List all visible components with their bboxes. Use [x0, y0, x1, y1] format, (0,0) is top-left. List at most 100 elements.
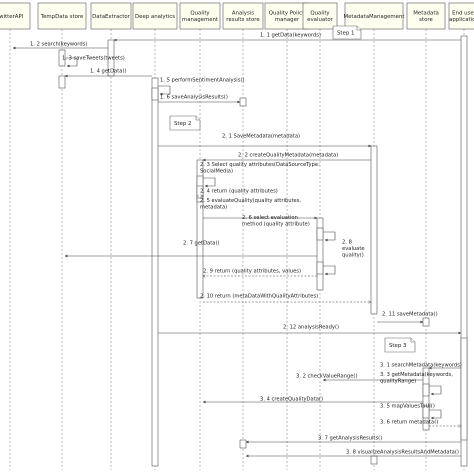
message-label: 3. 5 mapValuesToUI() [380, 404, 435, 410]
message-8: 2. 2 createQualityMetadata(metadata) [202, 153, 371, 162]
lifeline-box [344, 2, 404, 30]
activation-deep [151, 87, 159, 101]
note-box [384, 337, 416, 353]
note-text: Step 1 [337, 31, 354, 37]
lifeline-label: End user [452, 11, 474, 17]
lifeline-label: MetadataManagement [343, 14, 404, 20]
lifeline-box [132, 2, 178, 30]
lifeline-box [264, 2, 310, 30]
message-3: 1. 3 saveTweets(tweets) [62, 56, 125, 68]
activation-qe [316, 261, 324, 275]
message-label: 3. 1 searchMetadata(keywords) [380, 363, 462, 369]
message-arrow [429, 385, 442, 396]
message-label: 2. 2 createQualityMetadata(metadata) [238, 153, 338, 159]
lifeline-label: Quality [310, 11, 330, 17]
message-label: 2. 1 SaveMetadata(metadata) [222, 134, 300, 140]
lifeline-label: results store [226, 17, 260, 23]
message-arrow [158, 85, 171, 96]
step-note: Step 2 [169, 115, 201, 131]
step-note: Step 3 [384, 337, 416, 353]
activation-ms [422, 383, 430, 397]
lifeline-label: Deep analytics [135, 14, 175, 20]
message-label: evaluate [342, 246, 365, 252]
message-25: 3. 7 getAnalysisResults() [245, 436, 461, 444]
lifeline-label: TempData store [40, 14, 84, 20]
message-label: qualityRange) [380, 379, 416, 385]
message-20: 3. 2 checkValueRange() [296, 374, 423, 382]
message-label: 1. 5 performSentimentAnalysis() [160, 78, 245, 84]
lifeline-label: evaluator [307, 17, 333, 23]
message-label: 1. 4 getData() [90, 69, 127, 75]
lifeline-box [90, 2, 132, 30]
messages: 1. 1 getData(keywords) 1. 2 search(keywor… [12, 33, 462, 458]
message-label: quality() [342, 253, 364, 259]
lifeline-box [37, 2, 87, 30]
activation-qm [196, 159, 204, 299]
message-10: 2. 4 return (quality attributes) [197, 189, 278, 197]
lifeline-box [406, 2, 446, 30]
note-text: Step 2 [174, 121, 191, 127]
lifeline-label: Analysis [232, 11, 254, 17]
message-label: 1. 6 saveAnalysisResults() [160, 95, 228, 101]
lifeline-label: DataExtractor [92, 14, 130, 20]
activation-qe [316, 227, 324, 241]
lifeline-temp: TempData store [37, 2, 87, 470]
message-label: 2. 4 return (quality attributes) [200, 189, 278, 195]
notes: Step 1 Step 2 Step 3 [169, 25, 416, 353]
message-17: 2. 11 saveMetadata() [377, 312, 438, 324]
message-label: 2. 12 analysisReady() [283, 325, 339, 331]
activation-qe [316, 217, 324, 291]
activation-ms [422, 367, 430, 431]
lifeline-label: Quality Policy [269, 11, 306, 17]
activation-deep [151, 77, 159, 467]
message-arrow [429, 409, 442, 420]
message-arrow [323, 265, 336, 276]
message-label: 1. 2 search(keywords) [30, 42, 87, 48]
message-16: 2. 10 return (metaDataWithQualityAttribu… [200, 294, 371, 303]
activations [58, 35, 468, 467]
message-15: 2. 9 return (quality attributes, values) [203, 269, 317, 277]
message-label: 2. 7 getData() [183, 241, 220, 247]
activation-end [460, 35, 468, 467]
message-label: SocialMedia) [200, 169, 233, 175]
lifeline-label: application [449, 17, 474, 23]
lifeline-mm: MetadataManagement [343, 2, 405, 470]
lifeline-box [302, 2, 338, 30]
message-label: 2. 8 [342, 240, 352, 246]
message-24: 3. 6 return metadata() [380, 420, 461, 427]
message-label: 2. 3 Select quality attributes(DataSourc… [200, 162, 320, 168]
message-label: 2. 6 select evaluation [242, 215, 298, 221]
note-box [169, 115, 201, 131]
message-label: 2. 5 evaluateQuality(quality attributes, [200, 198, 301, 204]
activation-end [460, 337, 468, 441]
message-label: 1. 1 getData(keywords) [260, 33, 321, 39]
message-13: 2. 7 getData() [64, 241, 317, 258]
activation-ms [422, 405, 430, 419]
note-box [332, 25, 362, 40]
message-23: 3. 5 mapValuesToUI() [380, 404, 442, 420]
message-5: 1. 5 performSentimentAnalysis() [158, 78, 245, 96]
activation-ms [422, 317, 430, 327]
lifeline-label: Quality [190, 11, 210, 17]
message-label: 2. 11 saveMetadata() [382, 312, 438, 318]
lifeline-box [222, 2, 264, 30]
message-7: 2. 1 SaveMetadata(metadata) [158, 134, 372, 148]
note-text: Step 3 [389, 343, 406, 349]
lifeline-label: management [182, 17, 218, 23]
message-label: 3. 4 createQualityData() [260, 397, 323, 403]
message-arrow [65, 57, 78, 68]
message-11: 2. 5 evaluateQuality(quality attributes,… [200, 198, 318, 220]
note-fold [195, 116, 200, 121]
message-label: 2. 9 return (quality attributes, values) [203, 269, 301, 275]
message-21: 3. 3 getMetadata(keywords,qualityRange) [380, 372, 453, 396]
message-label: metadata) [200, 205, 227, 211]
activation-mm [370, 455, 378, 465]
lifeline-box [179, 2, 221, 30]
